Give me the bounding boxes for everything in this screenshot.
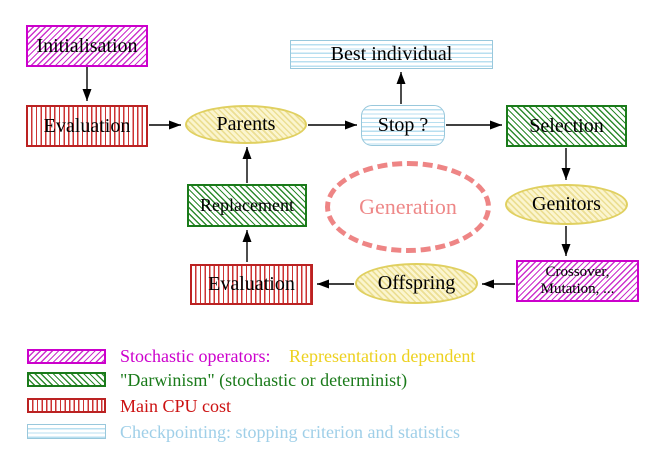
node-replacement: Replacement	[187, 184, 307, 227]
node-evaluation-top-label: Evaluation	[43, 114, 131, 137]
legend-label-representation-dependent: Representation dependent	[288, 346, 476, 366]
node-parents-label: Parents	[216, 113, 276, 135]
node-evaluation-bottom-label: Evaluation	[208, 273, 295, 295]
node-stop-label: Stop ?	[377, 114, 429, 136]
node-evaluation-bottom: Evaluation	[190, 264, 313, 305]
node-offspring: Offspring	[355, 263, 478, 304]
legend-row-darwinism: "Darwinism" (stochastic or determinist)	[120, 370, 407, 391]
legend-swatch-stochastic-operators	[27, 349, 106, 364]
legend-swatch-cpu-cost	[27, 398, 106, 413]
node-selection: Selection	[506, 105, 627, 147]
node-evaluation-top: Evaluation	[26, 105, 148, 147]
node-genitors-label: Genitors	[532, 193, 601, 215]
legend-swatch-darwinism	[27, 372, 106, 387]
node-replacement-label: Replacement	[200, 195, 294, 216]
node-genitors: Genitors	[505, 184, 628, 225]
node-initialisation: Initialisation	[26, 25, 148, 67]
legend-label-stochastic-operators: Stochastic operators:	[120, 346, 271, 366]
node-selection-label: Selection	[529, 114, 604, 137]
legend-row-checkpointing: Checkpointing: stopping criterion and st…	[120, 422, 460, 443]
node-best-individual-label: Best individual	[330, 43, 453, 65]
node-generation-loop: Generation	[325, 161, 491, 253]
node-crossover-mutation: Crossover, Mutation, ...	[516, 260, 639, 302]
node-offspring-label: Offspring	[377, 272, 456, 294]
legend-label-darwinism: "Darwinism" (stochastic or determinist)	[120, 370, 408, 390]
legend-label-cpu-cost: Main CPU cost	[120, 396, 232, 416]
legend-row-cpu-cost: Main CPU cost	[120, 396, 231, 417]
node-best-individual: Best individual	[290, 40, 493, 69]
node-crossover-line2: Mutation, ...	[540, 281, 615, 297]
legend-label-checkpointing: Checkpointing: stopping criterion and st…	[120, 422, 460, 442]
node-crossover-line1: Crossover,	[545, 264, 610, 280]
node-parents: Parents	[185, 105, 307, 144]
node-initialisation-label: Initialisation	[36, 34, 138, 57]
node-stop: Stop ?	[361, 105, 445, 146]
legend-row-stochastic-operators: Stochastic operators: Representation dep…	[120, 346, 475, 367]
node-generation-label: Generation	[359, 194, 457, 220]
legend-swatch-checkpointing	[27, 424, 106, 439]
